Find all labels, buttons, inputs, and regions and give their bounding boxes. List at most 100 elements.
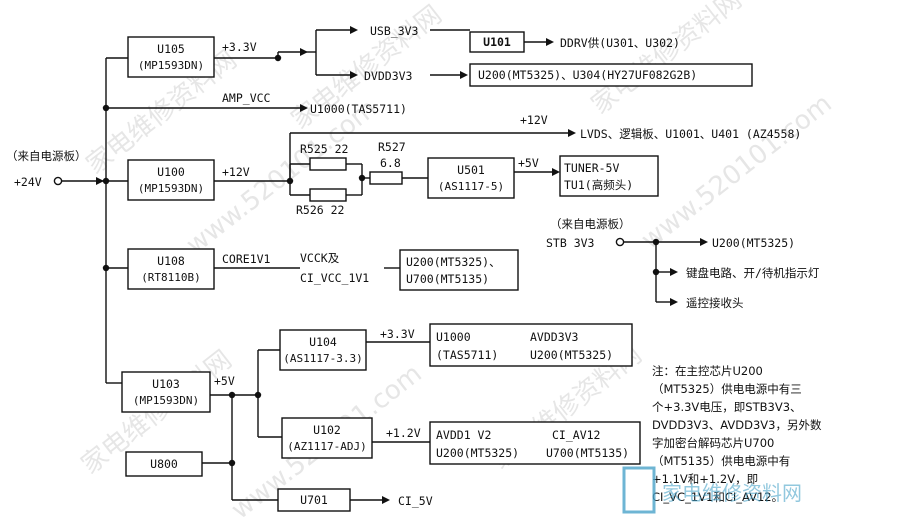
block-id: U104 [309,335,337,349]
u103-output-label: +5V [214,374,235,388]
block-id: U102 [313,423,341,437]
stb-u200-label: U200(MT5325) [712,236,795,250]
stb-input-label: STB 3V3 [546,236,595,250]
r526-label: R526 22 [296,203,344,217]
r525-label: R525 22 [300,142,348,156]
logo-icon [622,466,656,514]
note-line: 个+3.3V电压，即STB3V3、 [652,400,802,414]
resistor-r525 [309,157,347,171]
load-avdd3v3: U1000 AVDD3V3 (TAS5711) U200(MT5325) [429,323,633,367]
input-terminal-stb [615,237,625,247]
block-part: (MP1593DN) [138,59,204,72]
block-part: (AS1117-3.3) [283,352,362,365]
site-logo: 家电维修资料网 [622,466,802,514]
block-id: U800 [150,457,178,471]
block-part: (RT8110B) [141,271,201,284]
block-id: U108 [157,254,185,268]
arrowheads [96,26,708,504]
svg-text:U200(MT5325): U200(MT5325) [436,446,519,460]
note-line: （MT5325）供电电源中有三 [652,382,802,396]
r527-value-label: 6.8 [380,156,401,170]
arrow-icon [546,38,554,46]
arrow-icon [700,238,708,246]
block-u800: U800 [125,451,203,477]
u105-output-label: +3.3V [222,40,257,54]
block-part: (AS1117-5) [438,180,504,193]
block-id: U103 [152,377,180,391]
block-part: (MP1593DN) [138,182,204,195]
svg-text:CI_AV12: CI_AV12 [552,428,600,442]
note-line: DVDD3V3、AVDD3V3，另外数 [652,418,822,432]
note-block: 注：在主控芯片U200 （MT5325）供电电源中有三 个+3.3V电压，即ST… [652,364,822,504]
arrow-icon [300,104,308,112]
u102-output-label: +1.2V [386,426,421,440]
svg-text:U700(MT5135): U700(MT5135) [406,272,489,286]
load-u200-u304: U200(MT5325)、U304(HY27UF082G2B) [469,63,753,87]
arrow-icon [382,496,390,504]
svg-text:TU1(高频头): TU1(高频头) [564,178,633,192]
block-id: U105 [157,42,185,56]
u100-output-label: +12V [222,165,250,179]
arrow-icon [552,168,560,176]
resistor-r526 [309,188,347,202]
block-id: U701 [300,493,328,507]
svg-text:AVDD3V3: AVDD3V3 [530,330,579,344]
watermark-text: 家电维修资料网 [586,0,748,121]
watermark-text: www.520101.com [636,89,838,256]
block-id: U101 [483,35,511,49]
wiring [62,29,700,501]
load-core-u200-u700: U200(MT5325)、 U700(MT5135) [399,249,519,291]
load-av12: AVDD1 V2 CI_AV12 U200(MT5325) U700(MT513… [429,421,641,465]
u501-output-label: +5V [518,156,539,170]
block-id: U501 [457,163,485,177]
arrow-icon [568,129,576,137]
svg-text:U700(MT5135): U700(MT5135) [546,446,629,460]
svg-text:TUNER-5V: TUNER-5V [564,161,619,175]
note-line: （MT5135）供电电源中有 [652,454,790,468]
arrow-icon [350,71,358,79]
block-u101: U101 [469,31,525,53]
block-part: (MP1593DN) [133,394,199,407]
arrow-icon [670,268,678,276]
svg-text:U200(MT5325)、: U200(MT5325)、 [406,255,501,269]
arrow-icon [300,48,308,56]
load-lvds-label: LVDS、逻辑板、U1001、U401 (AZ4558) [580,127,801,141]
remote-label: 遥控接收头 [686,296,744,310]
rail-amp-label: AMP_VCC [222,91,271,105]
input-terminal-24v [53,176,63,186]
block-u108: U108 (RT8110B) [127,248,215,290]
main-source-label: （来自电源板） [6,149,87,163]
rail-usb-label: USB_3V3 [370,24,419,38]
keyboard-label: 键盘电路、开/待机指示灯 [686,266,820,280]
block-u103: U103 (MP1593DN) [121,371,211,413]
arrow-icon [350,26,358,34]
vcck-label-line1: VCCK及 [300,251,340,265]
vcck-label-line2: CI_VCC_1V1 [300,271,369,285]
resistor-r527 [369,171,403,185]
rail-dvdd-label: DVDD3V3 [364,69,413,83]
r527-name-label: R527 [378,140,406,154]
load-ddrv-label: DDRV供(U301、U302) [560,36,680,50]
load-tuner: TUNER-5V TU1(高频头) [559,155,659,197]
svg-text:(TAS5711): (TAS5711) [436,348,498,362]
note-line: +1.1V和+1.2V，即 [652,472,758,486]
block-u501: U501 (AS1117-5) [427,157,515,199]
u104-output-label: +3.3V [380,327,415,341]
rail-lvds-label: +12V [520,113,548,127]
arrow-icon [96,177,104,185]
block-u102: U102 (AZ1117-ADJ) [281,417,373,459]
svg-text:U1000: U1000 [436,330,471,344]
block-u701: U701 [277,488,351,512]
note-line: 字加密台解码芯片U700 [652,436,774,450]
u108-output-label: CORE1V1 [222,252,271,266]
ci5v-label: CI_5V [398,494,433,508]
note-line: CI_VC_1V1和CI_AV12。 [652,490,783,504]
junctions [102,54,660,467]
logo-text: 家电维修资料网 [662,481,802,505]
arrow-icon [460,71,468,79]
block-u100: U100 (MP1593DN) [127,159,215,201]
load-u1000-label: U1000(TAS5711) [310,102,407,116]
svg-text:AVDD1 V2: AVDD1 V2 [436,428,491,442]
arrow-icon [670,298,678,306]
